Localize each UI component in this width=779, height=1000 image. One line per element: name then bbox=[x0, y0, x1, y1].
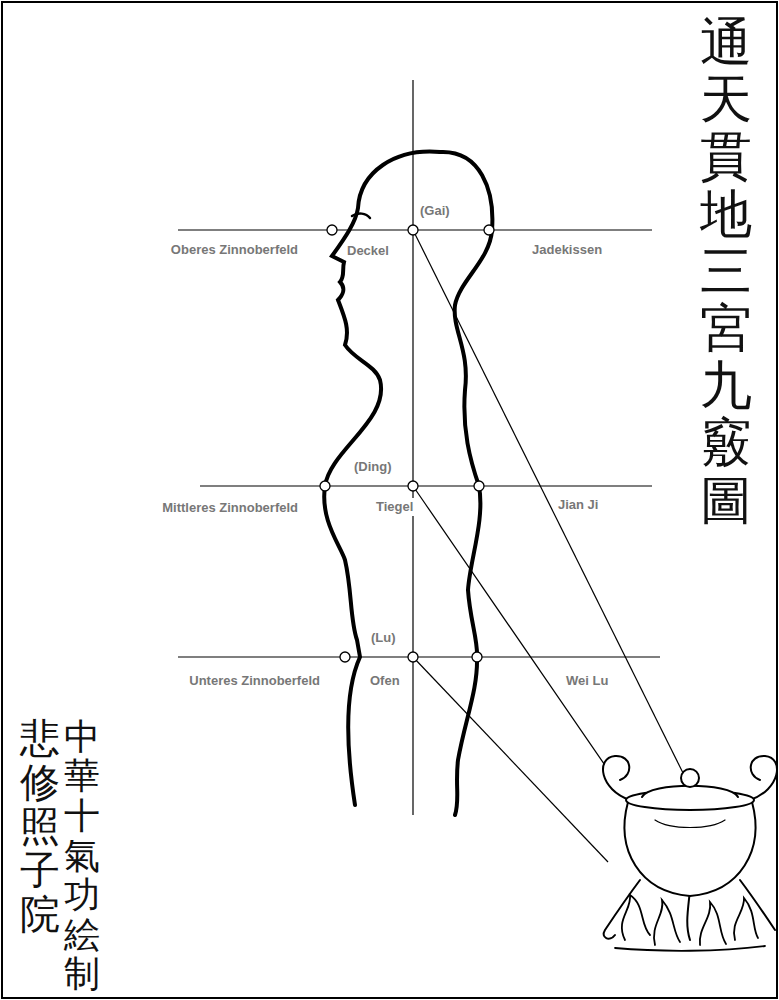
fire bbox=[615, 895, 765, 951]
field-label: Mittleres Zinnoberfeld bbox=[160, 499, 300, 517]
part-label: Ofen bbox=[368, 672, 402, 690]
point-label: Wei Lu bbox=[564, 672, 610, 690]
pinyin-label: (Gai) bbox=[418, 202, 452, 220]
field-label: Unteres Zinnoberfeld bbox=[187, 672, 322, 690]
pinyin-label: (Ding) bbox=[352, 458, 394, 476]
cauldron bbox=[603, 756, 777, 940]
vertical-inscription: 悲修照子院 bbox=[20, 716, 60, 936]
point-label: Jadekissen bbox=[530, 241, 604, 259]
part-label: Tiegel bbox=[374, 498, 415, 516]
vertical-title: 通天貫地三宮九竅圖 bbox=[700, 14, 752, 529]
pinyin-label: (Lu) bbox=[369, 629, 398, 647]
point-circles bbox=[320, 225, 494, 662]
part-label: Deckel bbox=[345, 242, 391, 260]
point-label: Jian Ji bbox=[556, 496, 600, 514]
axis-lines bbox=[178, 80, 660, 815]
vertical-inscription: 中華十氣功絵制 bbox=[64, 717, 100, 994]
leader-lines bbox=[413, 230, 688, 862]
field-label: Oberes Zinnoberfeld bbox=[169, 241, 300, 259]
body-silhouette bbox=[324, 152, 492, 815]
